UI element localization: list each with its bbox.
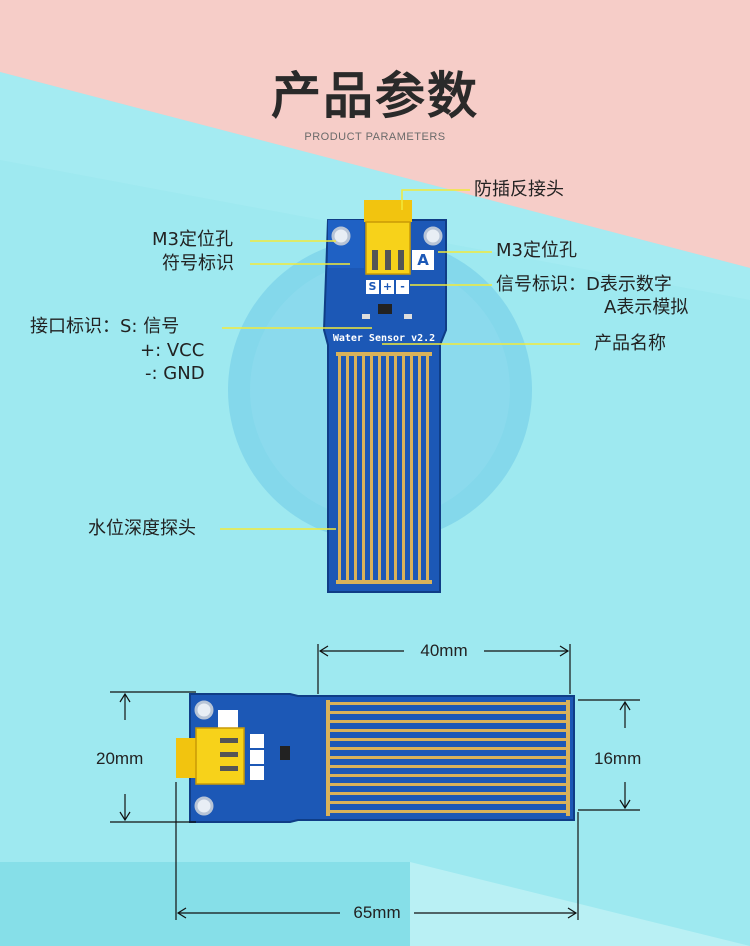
pink-background-band xyxy=(0,0,750,268)
m3-hole-left xyxy=(331,226,351,246)
label-symbol-mark: 符号标识 xyxy=(162,253,234,274)
sensor-board-horizontal xyxy=(176,693,575,823)
board-pin-plus: + xyxy=(382,280,393,293)
board-pin-minus: - xyxy=(400,280,405,293)
board-pin-s: S xyxy=(368,280,377,293)
board-product-name: Water Sensor v2.2 xyxy=(332,333,436,344)
dimension-probe-width: 40mm xyxy=(420,641,468,660)
label-signal-mark-1: 信号标识：D表示数字 xyxy=(496,274,672,295)
lower-right-panel xyxy=(410,862,750,946)
callout-lines xyxy=(220,189,580,530)
page-title: 产品参数 xyxy=(271,67,479,125)
label-m3-hole-left: M3定位孔 xyxy=(152,229,233,250)
dimension-board-height: 20mm xyxy=(96,749,144,768)
probe-traces-vertical xyxy=(336,352,432,584)
sensor-board-vertical xyxy=(322,200,447,593)
dimension-lines xyxy=(110,644,640,920)
label-anti-reverse-connector: 防插反接头 xyxy=(474,179,564,200)
label-interface-3: -: GND xyxy=(145,363,205,384)
label-interface-2: +: VCC xyxy=(140,340,205,361)
label-product-name: 产品名称 xyxy=(594,333,666,354)
label-m3-hole-right: M3定位孔 xyxy=(496,240,577,261)
dimension-total-length: 65mm xyxy=(353,903,401,922)
board-pin-a: A xyxy=(417,251,429,269)
label-interface-1: 接口标识：S: 信号 xyxy=(30,316,180,337)
lower-left-panel xyxy=(0,862,410,946)
dimension-probe-height: 16mm xyxy=(594,749,642,768)
page-subtitle: PRODUCT PARAMETERS xyxy=(304,131,446,143)
m3-hole-right xyxy=(423,226,443,246)
label-depth-probe: 水位深度探头 xyxy=(88,518,196,539)
label-signal-mark-2: A表示模拟 xyxy=(604,297,689,318)
